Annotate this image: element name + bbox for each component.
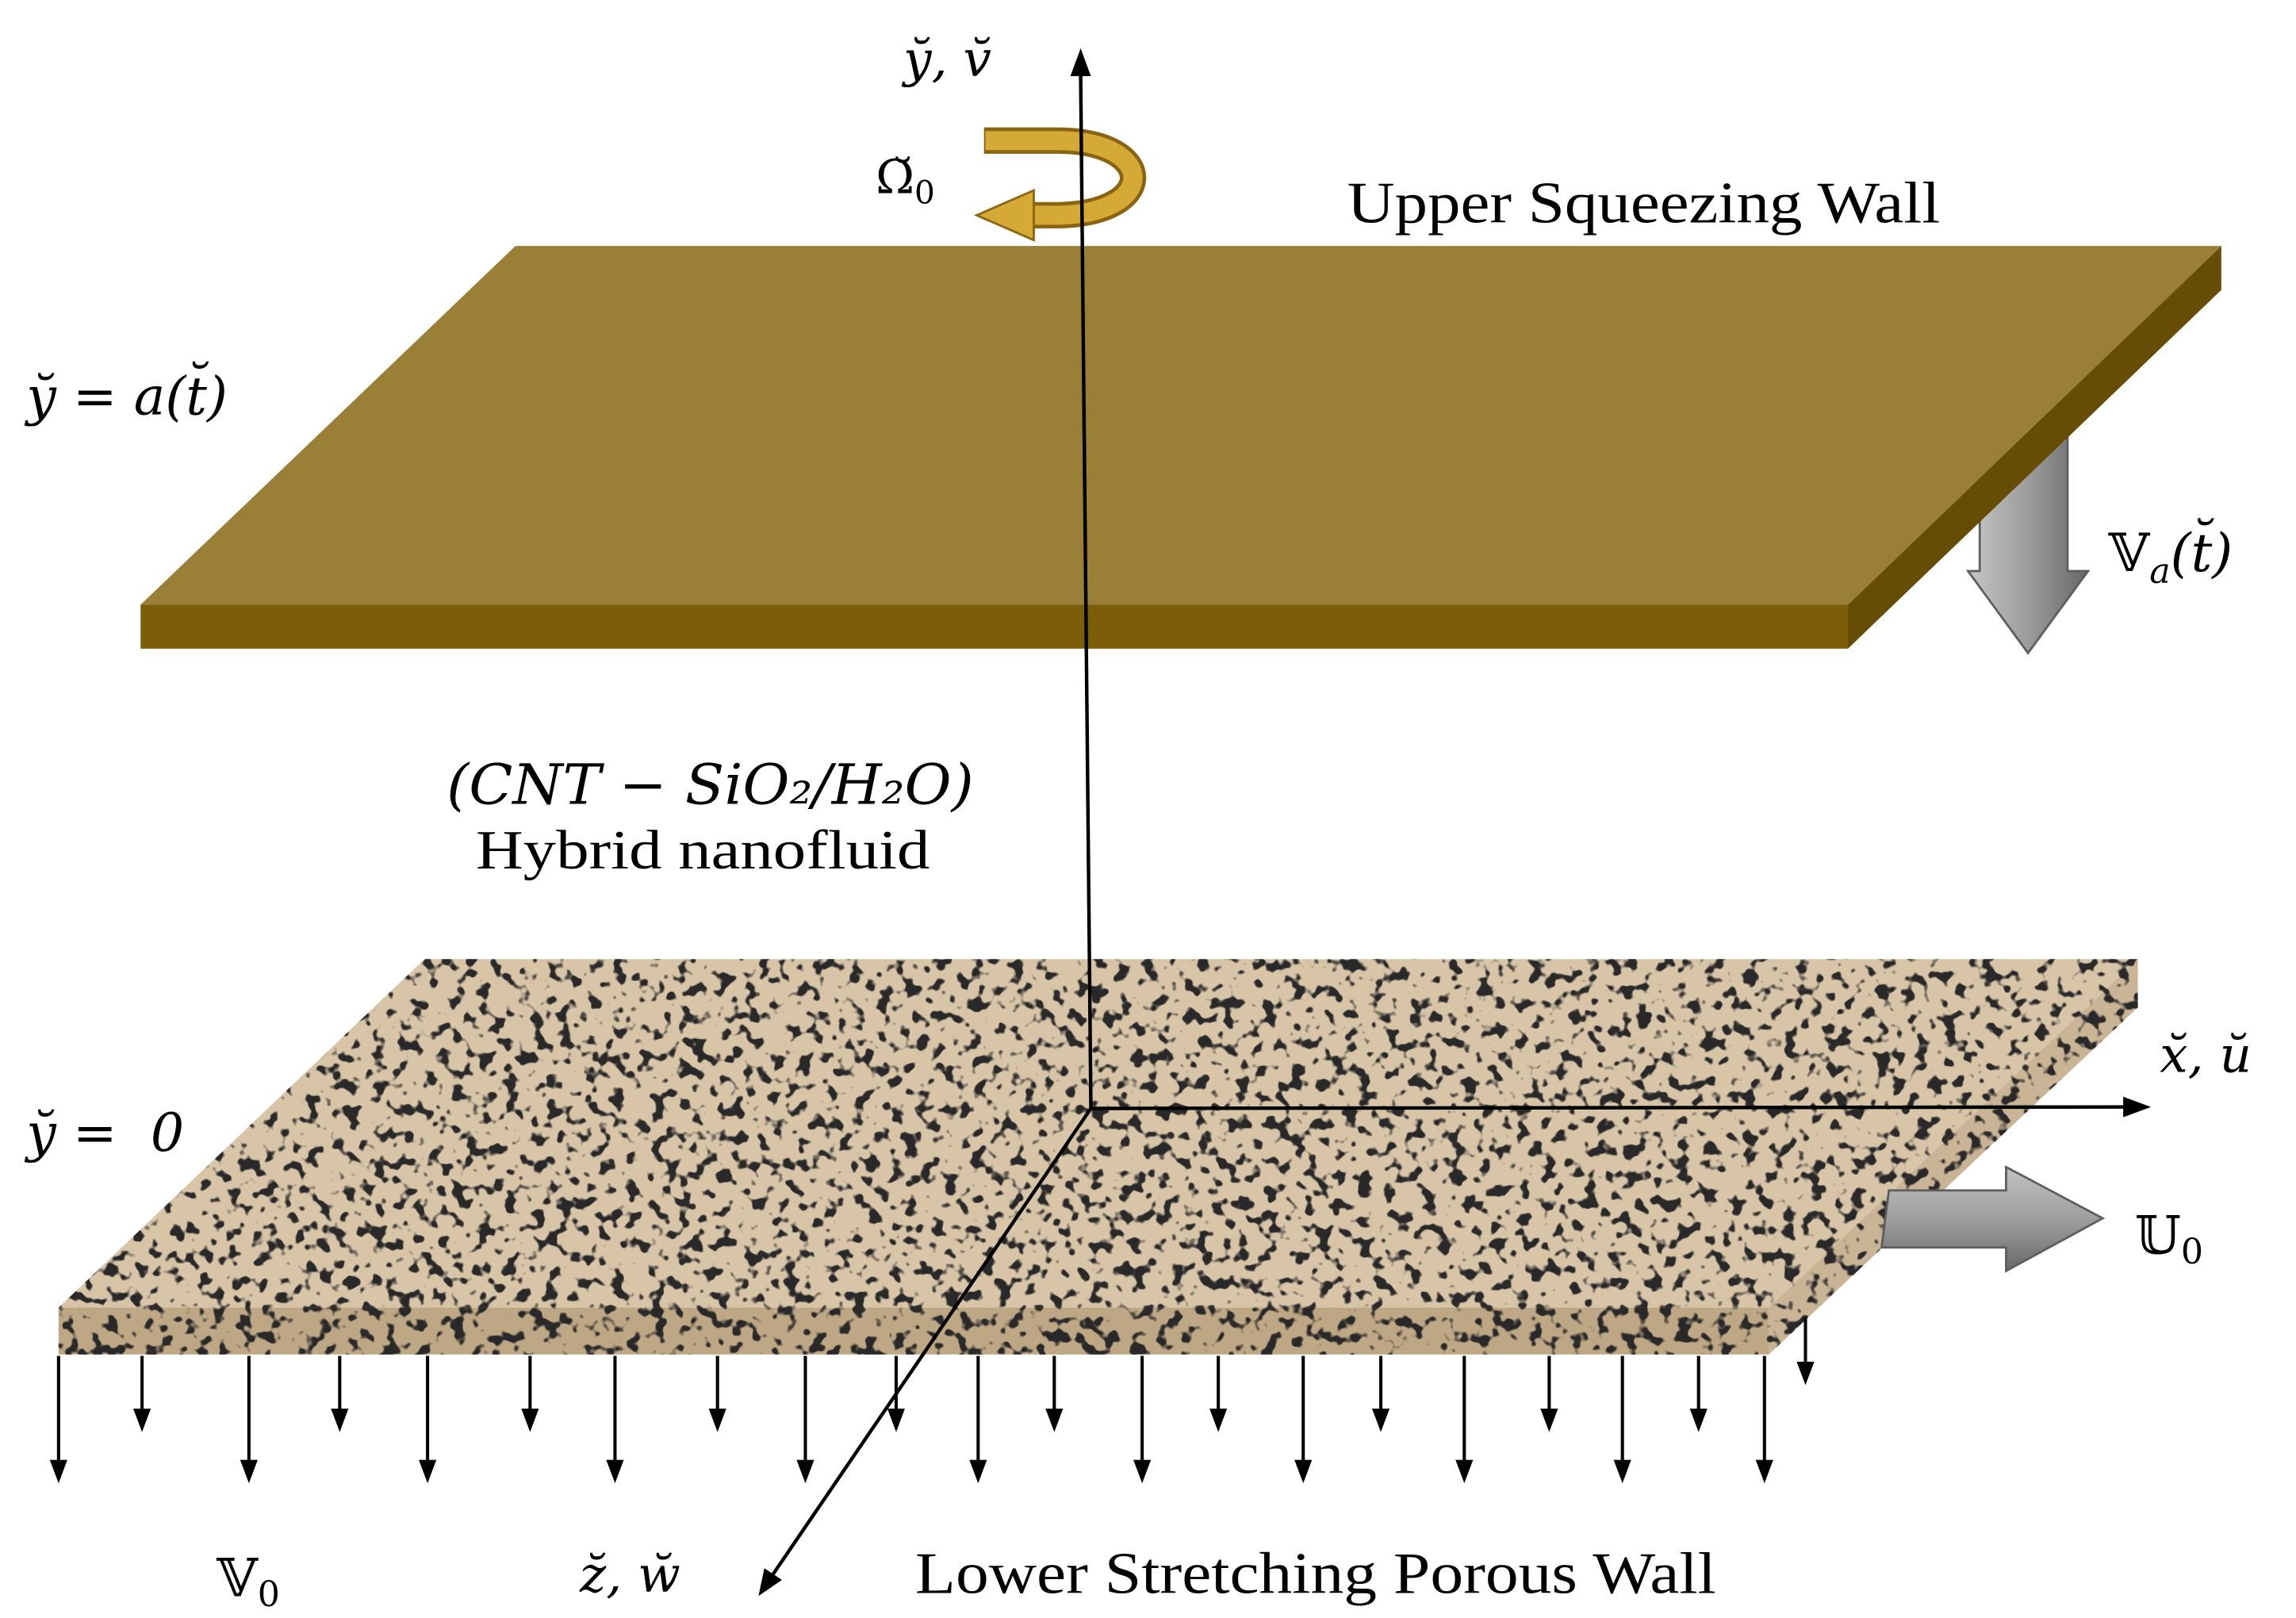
suction-velocity-symbol: 𝕍 [216,1547,259,1608]
suction-arrow-head [969,1459,987,1484]
stretching-velocity-subscript: 0 [2181,1232,2203,1272]
suction-arrow [331,1355,349,1432]
suction-arrow-head [133,1409,151,1432]
z-axis-label: z̆, w̆ [579,1546,680,1604]
upper-velocity-subscript: a [2149,551,2170,592]
suction-arrow-head [1133,1459,1152,1484]
suction-arrow-head [521,1409,539,1432]
suction-arrow [1371,1355,1390,1432]
upper-squeezing-wall [140,246,2221,649]
rotation-label: Ω̆0 [876,150,935,212]
upper-wall-label: Upper Squeezing Wall [1347,171,1941,236]
suction-arrows [49,1317,1815,1484]
suction-arrow [1294,1355,1313,1484]
suction-arrow-head [1689,1409,1708,1432]
lower-wall-side-face [1769,959,2138,1355]
suction-velocity-label: 𝕍0 [216,1547,280,1615]
suction-arrow-head [708,1409,726,1432]
suction-arrow [969,1355,987,1484]
lower-wall-position-label: y̆ = 0 [24,1102,184,1164]
suction-arrow [606,1355,624,1484]
suction-arrow [1045,1355,1064,1432]
suction-arrow [419,1355,437,1484]
fluid-formula: (CNT − SiO₂/H₂O) [447,753,974,818]
suction-arrow-head [1045,1409,1064,1432]
suction-arrow-head [796,1459,815,1484]
suction-arrow-head [606,1459,624,1484]
suction-arrow [521,1355,539,1432]
suction-arrow [1755,1355,1773,1484]
suction-arrow-head [1796,1361,1815,1386]
suction-arrow-head [1371,1409,1390,1432]
suction-arrow [49,1355,67,1484]
rotation-symbol: Ω̆ [876,150,914,205]
suction-arrow-head [419,1459,437,1484]
lower-wall-label: Lower Stretching Porous Wall [915,1541,1716,1606]
suction-arrow [1613,1355,1631,1484]
suction-arrow [1796,1317,1815,1386]
z-axis [772,1107,1093,1575]
x-axis [1091,1105,2126,1110]
suction-arrow [240,1355,258,1484]
y-axis-arrowhead [1070,48,1091,76]
fluid-name: Hybrid nanofluid [476,819,930,881]
suction-arrow [887,1355,906,1432]
suction-arrow [1540,1355,1558,1432]
upper-wall-side-face [1848,246,2221,649]
x-axis-label: x̆, ŭ [2160,1026,2252,1083]
suction-arrow-head [1455,1459,1474,1484]
suction-arrow [1209,1355,1228,1432]
stretching-velocity-label: 𝕌0 [2135,1204,2203,1272]
suction-arrow-head [49,1459,67,1484]
upper-wall-front-face [140,604,1849,649]
y-axis [1079,75,1093,1109]
suction-arrow-head [240,1459,258,1484]
suction-arrow-head [1613,1459,1631,1484]
lower-wall-top-face [58,959,2138,1308]
suction-arrow [1455,1355,1474,1484]
suction-arrow-head [331,1409,349,1432]
coordinate-axes [758,48,2152,1597]
rotation-arrow [974,127,1146,242]
rotation-arrow-band [985,131,1143,225]
suction-arrow-head [1294,1459,1313,1484]
suction-arrow [1133,1355,1152,1484]
suction-arrow [1689,1355,1708,1432]
suction-arrow-head [1755,1459,1773,1484]
rotation-arrow-head [974,188,1035,242]
lower-porous-wall [58,959,2138,1355]
stretching-velocity-symbol: 𝕌 [2135,1204,2181,1266]
upper-velocity-symbol: 𝕍 [2108,522,2151,584]
x-axis-arrowhead [2123,1096,2152,1118]
suction-arrow [708,1355,726,1432]
rotation-subscript: 0 [914,174,935,212]
upper-wall-top-face [140,246,2221,605]
upper-wall-velocity-label: 𝕍a(t̆) [2108,517,2233,592]
suction-arrow [796,1355,815,1484]
stretching-velocity-arrow [1880,1165,2106,1273]
upper-wall-position-label: y̆ = a(t̆) [24,360,228,427]
suction-velocity-subscript: 0 [258,1574,280,1615]
lower-wall-front-face [58,1307,1769,1355]
suction-arrow-head [887,1409,906,1432]
suction-arrow-head [1209,1409,1228,1432]
suction-arrow-head [1540,1409,1558,1432]
upper-velocity-argument: (t̆) [2171,517,2233,584]
suction-arrow [133,1355,151,1432]
y-axis-label: y̆, v̆ [901,30,991,88]
z-axis-arrowhead [758,1568,782,1597]
